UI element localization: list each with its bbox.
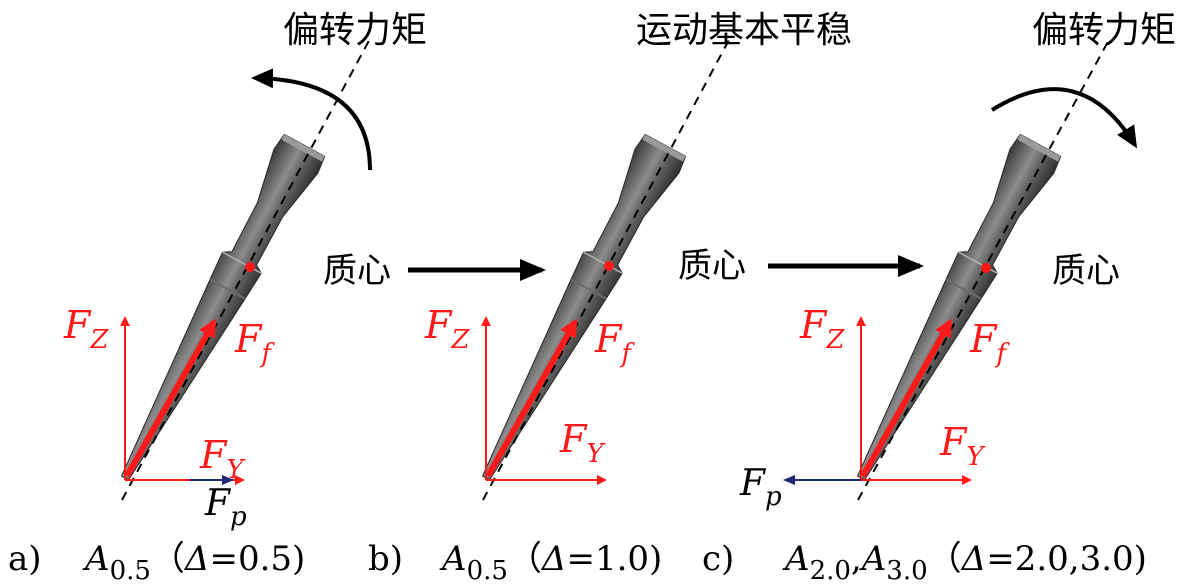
com-label-c: 质心 — [1052, 251, 1120, 291]
fy-label-a: FY — [199, 433, 246, 485]
caption-a: a)A0.5（Δ=0.5) — [8, 539, 305, 585]
com-label-a: 质心 — [323, 251, 391, 291]
fz-label-a: FZ — [63, 303, 109, 355]
fp-label-a: Fp — [204, 483, 247, 532]
fz-label-b: FZ — [424, 303, 470, 355]
center-of-mass-dot-a — [245, 262, 255, 272]
panel-c: 偏转力矩 质心 FZ Ff FY Fp c)A2.0,A3.0（Δ=2.0,3.… — [702, 10, 1176, 585]
fy-label-b: FY — [559, 417, 606, 469]
ff-label-a: Ff — [234, 317, 275, 369]
center-of-mass-dot-b — [604, 261, 614, 271]
center-of-mass-dot-c — [981, 263, 991, 273]
stable-label-b: 运动基本平稳 — [636, 10, 852, 51]
fp-label-c: Fp — [739, 463, 782, 512]
fz-label-c: FZ — [799, 303, 845, 355]
moment-label-a: 偏转力矩 — [283, 10, 427, 51]
fy-label-c: FY — [939, 420, 986, 472]
caption-b: b)A0.5（Δ=1.0) — [368, 539, 662, 585]
com-label-b: 质心 — [678, 246, 746, 286]
deflection-moment-arc-c — [990, 87, 1138, 149]
caption-c: c)A2.0,A3.0（Δ=2.0,3.0) — [702, 539, 1147, 585]
ff-label-c: Ff — [969, 317, 1010, 369]
panel-a: 偏转力矩 质心 FZ Ff FY Fp a)A0.5（Δ=0.5) — [8, 10, 427, 585]
ff-arrow-a — [124, 318, 217, 478]
moment-label-c: 偏转力矩 — [1032, 10, 1176, 51]
deflection-moment-arc-a — [251, 68, 372, 171]
panel-b: 运动基本平稳 质心 FZ Ff FY b)A0.5（Δ=1.0) — [368, 10, 852, 585]
ff-arrow-b — [485, 318, 578, 478]
ff-arrow-c — [860, 318, 953, 478]
ff-label-b: Ff — [594, 317, 635, 369]
